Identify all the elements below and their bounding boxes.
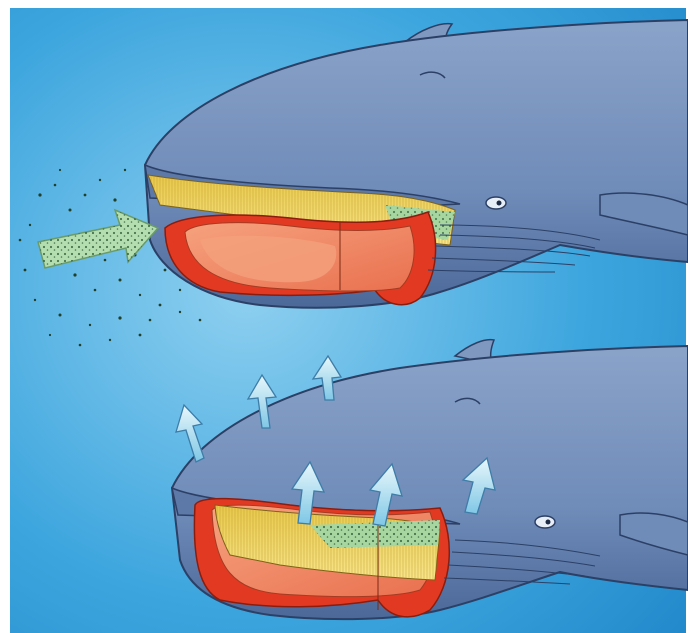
bottom-eye-icon <box>535 516 555 528</box>
bottom-eye-pupil <box>546 520 551 525</box>
top-eye-pupil <box>497 201 502 206</box>
top-eye-icon <box>486 197 506 209</box>
